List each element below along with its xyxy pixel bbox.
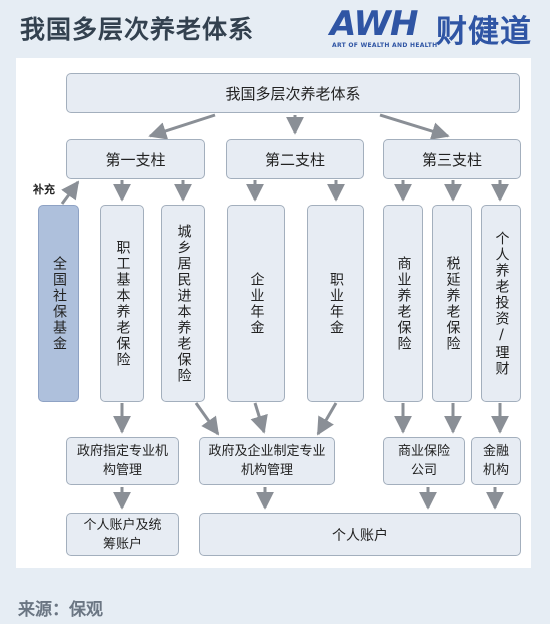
- item-enterprise-annuity: 企业年金: [227, 205, 285, 402]
- source-footer: 来源：保观: [18, 600, 103, 620]
- manager-gov-enterprise: 政府及企业制定专业机构管理: [199, 437, 335, 485]
- account-personal: 个人账户: [199, 513, 521, 556]
- pillar-third: 第三支柱: [383, 139, 521, 179]
- logo-main-text: AWH: [330, 4, 418, 44]
- manager-gov-designated-label: 政府指定专业机构管理: [76, 444, 168, 478]
- manager-insurance-company: 商业保险公司: [383, 437, 465, 485]
- manager-gov-designated: 政府指定专业机构管理: [66, 437, 179, 485]
- arrow-occupational-govent: [316, 402, 338, 436]
- item-employee-pension-label: 职工基本养老保险: [114, 239, 131, 368]
- arrow-urbanrural-govent: [194, 402, 220, 436]
- header-title: 我国多层次养老体系: [20, 15, 255, 44]
- item-urban-rural-pension-label: 城乡居民进本养老保险: [175, 223, 192, 384]
- account-personal-label: 个人账户: [332, 527, 388, 544]
- manager-gov-enterprise-label: 政府及企业制定专业机构管理: [208, 444, 326, 478]
- item-social-fund-label: 全国社保基金: [51, 255, 67, 352]
- pillar-first: 第一支柱: [66, 139, 205, 179]
- logo-subtitle: ART OF WEALTH AND HEALTH: [332, 42, 438, 49]
- item-tax-deferred: 税延养老保险: [432, 205, 472, 402]
- item-commercial-insurance: 商业养老保险: [383, 205, 423, 402]
- logo-cn-text: 财健道: [436, 14, 532, 50]
- item-tax-deferred-label: 税延养老保险: [444, 255, 461, 352]
- item-occupational-annuity-label: 职业年金: [328, 271, 344, 336]
- item-commercial-insurance-label: 商业养老保险: [395, 255, 412, 352]
- account-personal-pooled: 个人账户及统筹账户: [66, 513, 179, 556]
- arrow-root-pillar3: [379, 113, 450, 140]
- account-personal-pooled-label: 个人账户及统筹账户: [83, 517, 162, 552]
- arrow-root-pillar1: [148, 113, 216, 140]
- awh-logo: AWH 财健道 ART OF WEALTH AND HEALTH: [330, 4, 544, 50]
- item-personal-investment-label: 个人养老投资/理财: [493, 230, 510, 377]
- item-social-fund: 全国社保基金: [38, 205, 79, 402]
- arrow-supplement: [60, 180, 80, 205]
- manager-insurance-company-label: 商业保险公司: [397, 444, 450, 478]
- manager-financial-institution: 金融机构: [471, 437, 521, 485]
- item-employee-pension: 职工基本养老保险: [100, 205, 144, 402]
- root-node: 我国多层次养老体系: [66, 73, 520, 113]
- item-occupational-annuity: 职业年金: [307, 205, 364, 402]
- item-urban-rural-pension: 城乡居民进本养老保险: [161, 205, 205, 402]
- arrow-enterprise-govent: [250, 402, 268, 434]
- supplement-label: 补充: [33, 183, 55, 196]
- pillar-second: 第二支柱: [226, 139, 364, 179]
- manager-financial-institution-label: 金融机构: [482, 444, 509, 478]
- item-personal-investment: 个人养老投资/理财: [481, 205, 521, 402]
- item-enterprise-annuity-label: 企业年金: [248, 271, 265, 336]
